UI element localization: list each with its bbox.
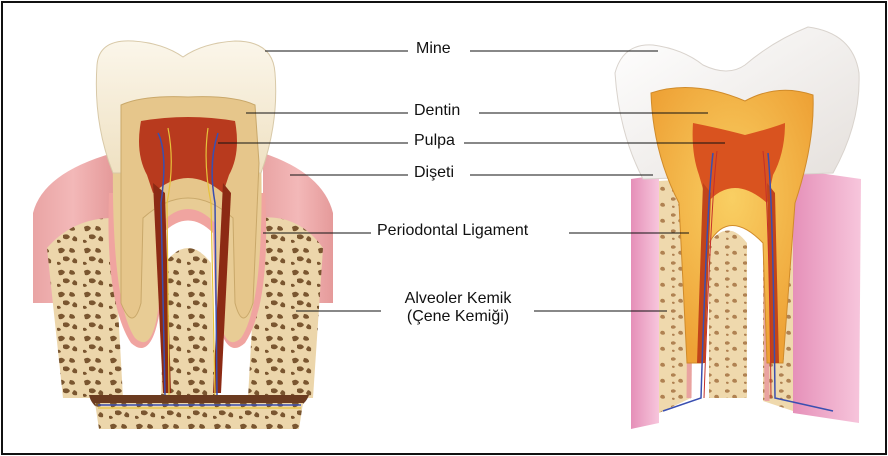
label-pulpa: Pulpa [414,132,455,150]
label-alveoler-kemik: Alveoler Kemik (Çene Kemiği) [385,290,531,326]
label-dentin: Dentin [414,102,460,120]
label-diseti: Dişeti [414,164,454,182]
label-alveoler-line1: Alveoler Kemik [385,290,531,308]
label-mine: Mine [416,40,451,58]
label-alveoler-line2: (Çene Kemiği) [385,308,531,326]
label-periodontal-ligament: Periodontal Ligament [377,222,528,240]
left-tooth-cross-section [33,41,333,429]
right-tooth-3d-cutaway [615,27,861,429]
